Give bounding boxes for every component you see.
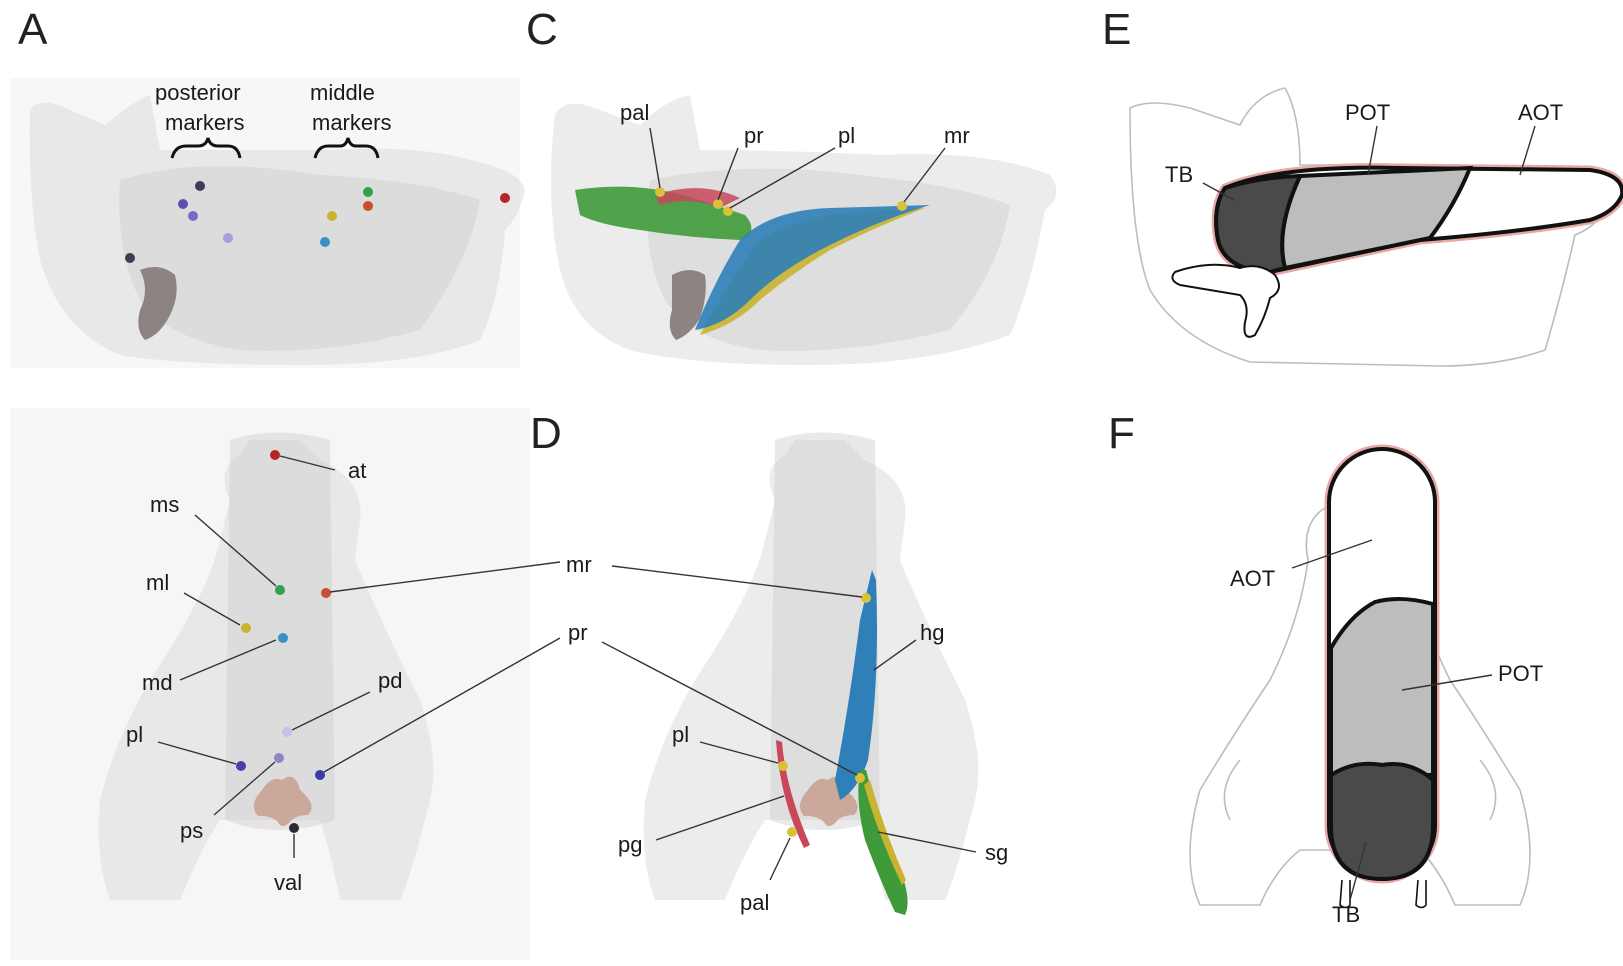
panel-c: C pal pr pl mr xyxy=(526,5,1056,365)
label-pl-c: pl xyxy=(838,123,855,148)
marker-a-4 xyxy=(223,233,233,243)
point-mr-c xyxy=(897,201,907,211)
label-pr-d: pr xyxy=(568,620,588,645)
point-pal-c xyxy=(655,187,665,197)
panel-d-letter: D xyxy=(530,409,562,458)
label-md: md xyxy=(142,670,173,695)
label-at: at xyxy=(348,458,366,483)
label-ms: ms xyxy=(150,492,179,517)
panel-f-letter: F xyxy=(1108,409,1135,458)
process-right-f xyxy=(1416,880,1426,908)
label-pl: pl xyxy=(126,722,143,747)
marker-at xyxy=(270,450,280,460)
marker-val xyxy=(289,823,299,833)
marker-md xyxy=(278,633,288,643)
posterior-markers-line1: posterior xyxy=(155,80,241,105)
label-hg: hg xyxy=(920,620,944,645)
panel-e: E TB POT AOT xyxy=(1102,5,1622,366)
panel-c-letter: C xyxy=(526,5,558,54)
marker-a-9 xyxy=(320,237,330,247)
label-pg: pg xyxy=(618,832,642,857)
marker-a-7 xyxy=(363,201,373,211)
label-pal-c: pal xyxy=(620,100,649,125)
marker-ml xyxy=(241,623,251,633)
point-pr-c xyxy=(713,199,723,209)
marker-pr xyxy=(315,770,325,780)
marker-a-1 xyxy=(195,181,205,191)
label-pal-d: pal xyxy=(740,890,769,915)
label-aot-e: AOT xyxy=(1518,100,1563,125)
panel-e-letter: E xyxy=(1102,5,1131,54)
label-tb-f: TB xyxy=(1332,902,1360,927)
point-mr-d xyxy=(861,593,871,603)
posterior-markers-line2: markers xyxy=(165,110,244,135)
marker-a-8 xyxy=(327,211,337,221)
label-mr-c: mr xyxy=(944,123,970,148)
panel-f: F AOT POT TB xyxy=(1108,409,1543,927)
panel-a-letter: A xyxy=(18,5,48,54)
label-pot-e: POT xyxy=(1345,100,1390,125)
region-tb-f xyxy=(1331,764,1433,879)
point-pal-d xyxy=(787,827,797,837)
panel-a: A posterior markers middle markers xyxy=(10,5,525,368)
marker-pd xyxy=(282,727,292,737)
label-pot-f: POT xyxy=(1498,661,1543,686)
marker-pl xyxy=(236,761,246,771)
label-pd: pd xyxy=(378,668,402,693)
middle-markers-line1: middle xyxy=(310,80,375,105)
label-pr-c: pr xyxy=(744,123,764,148)
label-ml: ml xyxy=(146,570,169,595)
label-ps: ps xyxy=(180,818,203,843)
marker-a-10 xyxy=(500,193,510,203)
marker-ms xyxy=(275,585,285,595)
marker-a-6 xyxy=(363,187,373,197)
label-sg: sg xyxy=(985,840,1008,865)
leader-pal-d xyxy=(770,838,790,880)
label-val: val xyxy=(274,870,302,895)
middle-markers-line2: markers xyxy=(312,110,391,135)
panel-b: B at ms ml md pd pl ps val xyxy=(10,408,530,960)
hyoid-sketch-e xyxy=(1172,265,1279,337)
marker-ps xyxy=(274,753,284,763)
label-mr-d: mr xyxy=(566,552,592,577)
label-aot-f: AOT xyxy=(1230,566,1275,591)
marker-mr xyxy=(321,588,331,598)
label-tb-e: TB xyxy=(1165,162,1193,187)
marker-a-5 xyxy=(125,253,135,263)
label-pl-d: pl xyxy=(672,722,689,747)
marker-a-3 xyxy=(188,211,198,221)
marker-a-2 xyxy=(178,199,188,209)
point-pl-d xyxy=(778,761,788,771)
